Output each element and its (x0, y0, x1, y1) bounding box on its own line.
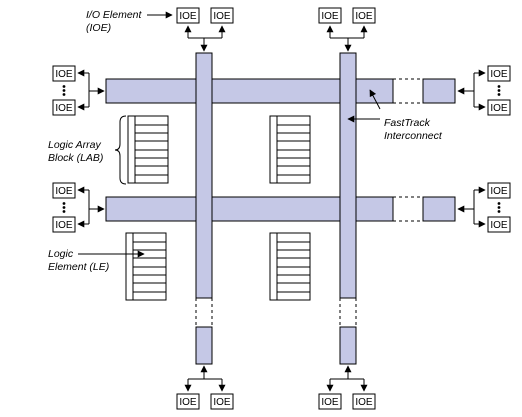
fasttrack-label-line2: Interconnect (384, 130, 443, 142)
row-interconnect-bottom (105, 196, 456, 222)
ioe-label: IOE (321, 397, 339, 408)
ioe-label: IOE (490, 220, 508, 231)
ioe-group-top-left: IOE IOE (176, 7, 234, 52)
lab-label-line1: Logic Array (48, 139, 101, 151)
ioe-label: IOE (55, 69, 73, 80)
ioe-label: IOE (55, 186, 73, 197)
ioe-label: IOE (321, 11, 339, 22)
ioe-group-bottom-left: IOE IOE (176, 365, 234, 410)
ioe-group-right-bottom: IOE IOE (457, 182, 511, 233)
column-interconnect-right (339, 52, 357, 365)
logic-element-label-line2: Element (LE) (48, 261, 109, 273)
ioe-label: IOE (179, 11, 197, 22)
ioe-label: IOE (55, 103, 73, 114)
fasttrack-label: FastTrack Interconnect (347, 89, 443, 142)
lab-brace (114, 115, 127, 185)
ioe-label: IOE (490, 103, 508, 114)
ioe-label: IOE (490, 186, 508, 197)
lab-top-right (269, 115, 311, 184)
ioe-label: IOE (355, 397, 373, 408)
ioe-label: IOE (490, 69, 508, 80)
ioe-group-left-top: IOE IOE (52, 65, 105, 116)
io-element-label-line1: I/O Element (86, 9, 143, 21)
lab-bottom-right (269, 232, 311, 301)
lab-top-left (127, 115, 169, 184)
row-interconnect-top (105, 78, 456, 104)
ioe-group-bottom-right: IOE IOE (318, 365, 376, 410)
ioe-label: IOE (213, 397, 231, 408)
ioe-group-right-top: IOE IOE (457, 65, 511, 116)
io-element-label: I/O Element (IOE) (86, 9, 173, 34)
lab-label-line2: Block (LAB) (48, 152, 103, 164)
ioe-group-left-bottom: IOE IOE (52, 182, 105, 233)
logic-element-label-line1: Logic (48, 248, 74, 260)
io-element-label-line2: (IOE) (86, 22, 111, 34)
ioe-group-top-right: IOE IOE (318, 7, 376, 52)
ioe-label: IOE (179, 397, 197, 408)
column-interconnect-left (195, 52, 213, 365)
lab-bottom-left (125, 232, 167, 301)
ioe-label: IOE (355, 11, 373, 22)
ioe-label: IOE (213, 11, 231, 22)
fasttrack-label-line1: FastTrack (384, 117, 431, 129)
ioe-label: IOE (55, 220, 73, 231)
lab-label: Logic Array Block (LAB) (48, 139, 103, 164)
logic-element-label: Logic Element (LE) (48, 248, 145, 273)
